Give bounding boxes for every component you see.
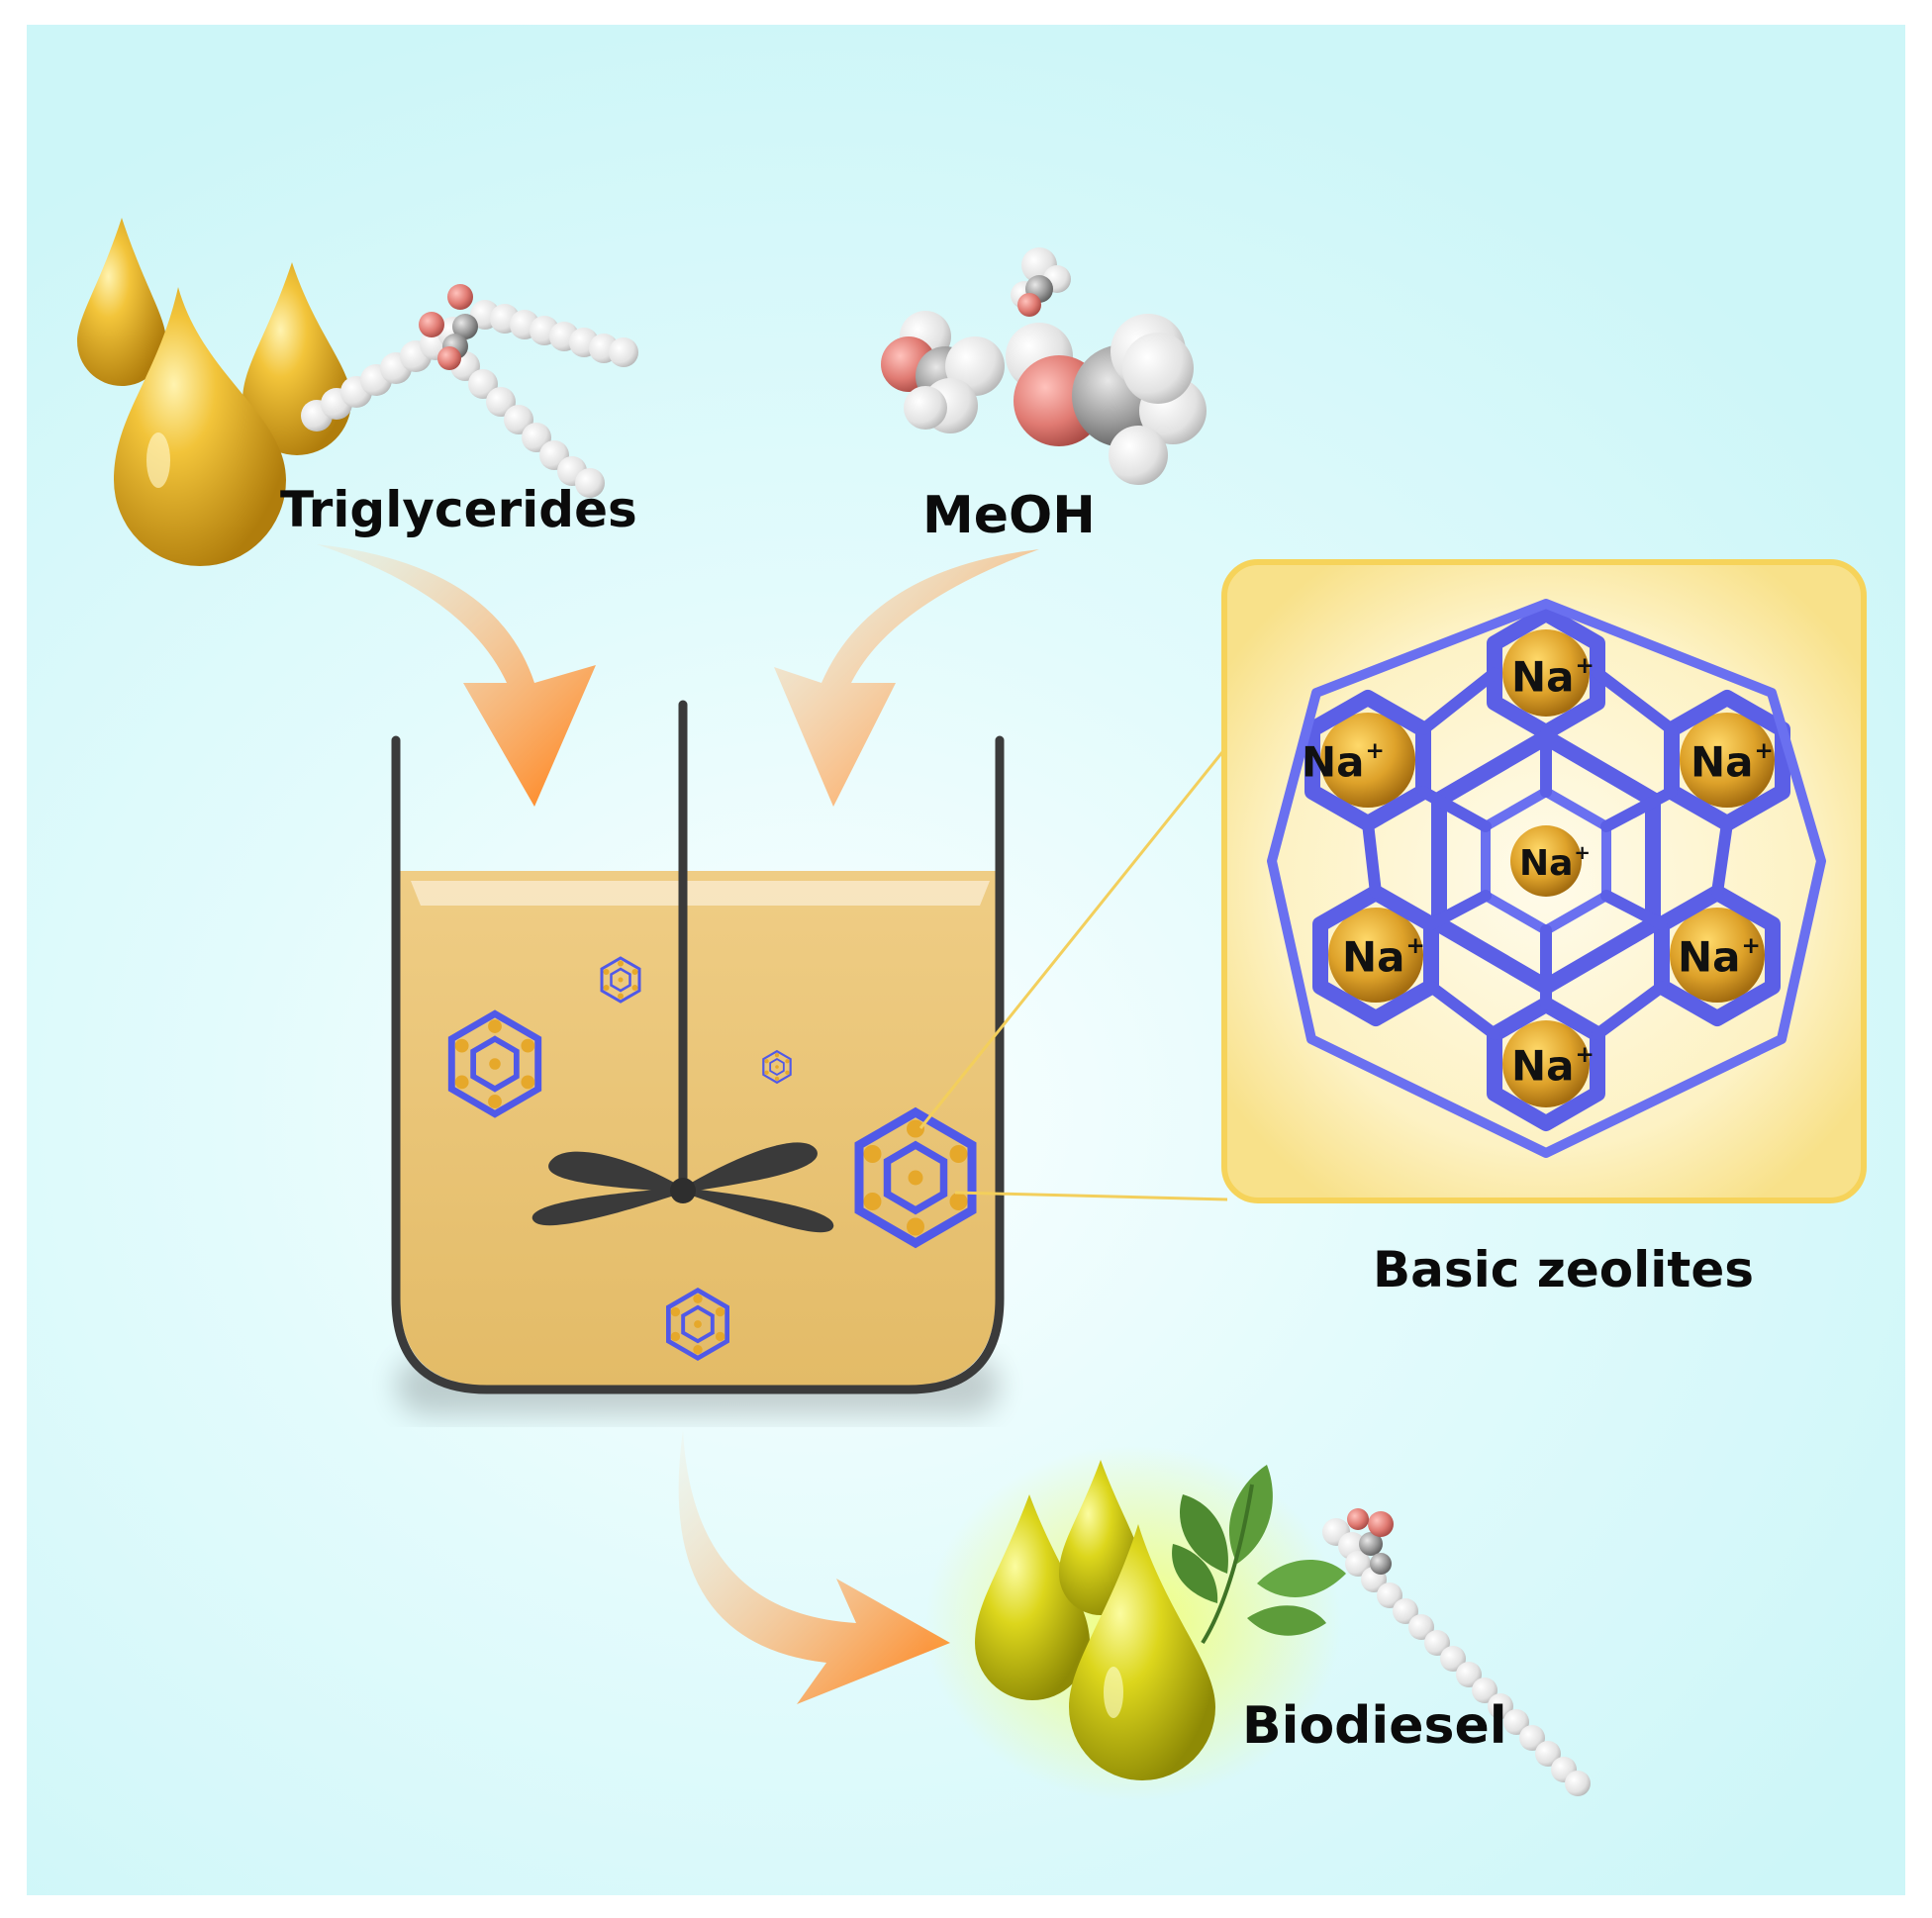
methanol-molecule-icon <box>881 311 1005 433</box>
arrow-icon <box>774 549 1039 807</box>
triglyceride-molecule-icon <box>301 284 638 498</box>
oil-drop-icon <box>114 287 286 566</box>
stirrer-icon <box>531 700 834 1233</box>
biodiesel-drop-icon <box>975 1494 1090 1700</box>
zoom-line <box>918 751 1224 1129</box>
oil-drop-icon <box>77 218 166 386</box>
sodium-cation-label: Na+ <box>1511 1041 1594 1091</box>
triglycerides-label: Triglycerides <box>280 481 637 538</box>
methanol-molecule-icon <box>1011 247 1071 317</box>
fatty-acid-methyl-ester-icon <box>1322 1508 1591 1796</box>
sodium-cation-label: Na+ <box>1511 652 1594 702</box>
arrow-icon <box>317 544 596 807</box>
sodium-cation-label: Na+ <box>1678 932 1761 982</box>
methanol-molecule-icon <box>1006 314 1207 485</box>
basic-zeolites-label: Basic zeolites <box>1373 1241 1755 1298</box>
biodiesel-drop-icon <box>1069 1524 1215 1780</box>
meoh-label: MeOH <box>922 486 1096 545</box>
zeolite-framework-icon <box>1267 599 1826 1158</box>
sodium-cation-label: Na+ <box>1342 932 1425 982</box>
sodium-cation-label: Na+ <box>1302 737 1385 787</box>
zoom-line <box>954 1191 1228 1201</box>
arrow-icon <box>678 1430 950 1704</box>
reactor-vessel <box>391 735 1005 1415</box>
leaf-icon <box>1172 1465 1346 1645</box>
sodium-cation-label: Na+ <box>1519 841 1591 884</box>
biodiesel-label: Biodiesel <box>1242 1696 1507 1756</box>
sodium-cation-label: Na+ <box>1690 737 1774 787</box>
